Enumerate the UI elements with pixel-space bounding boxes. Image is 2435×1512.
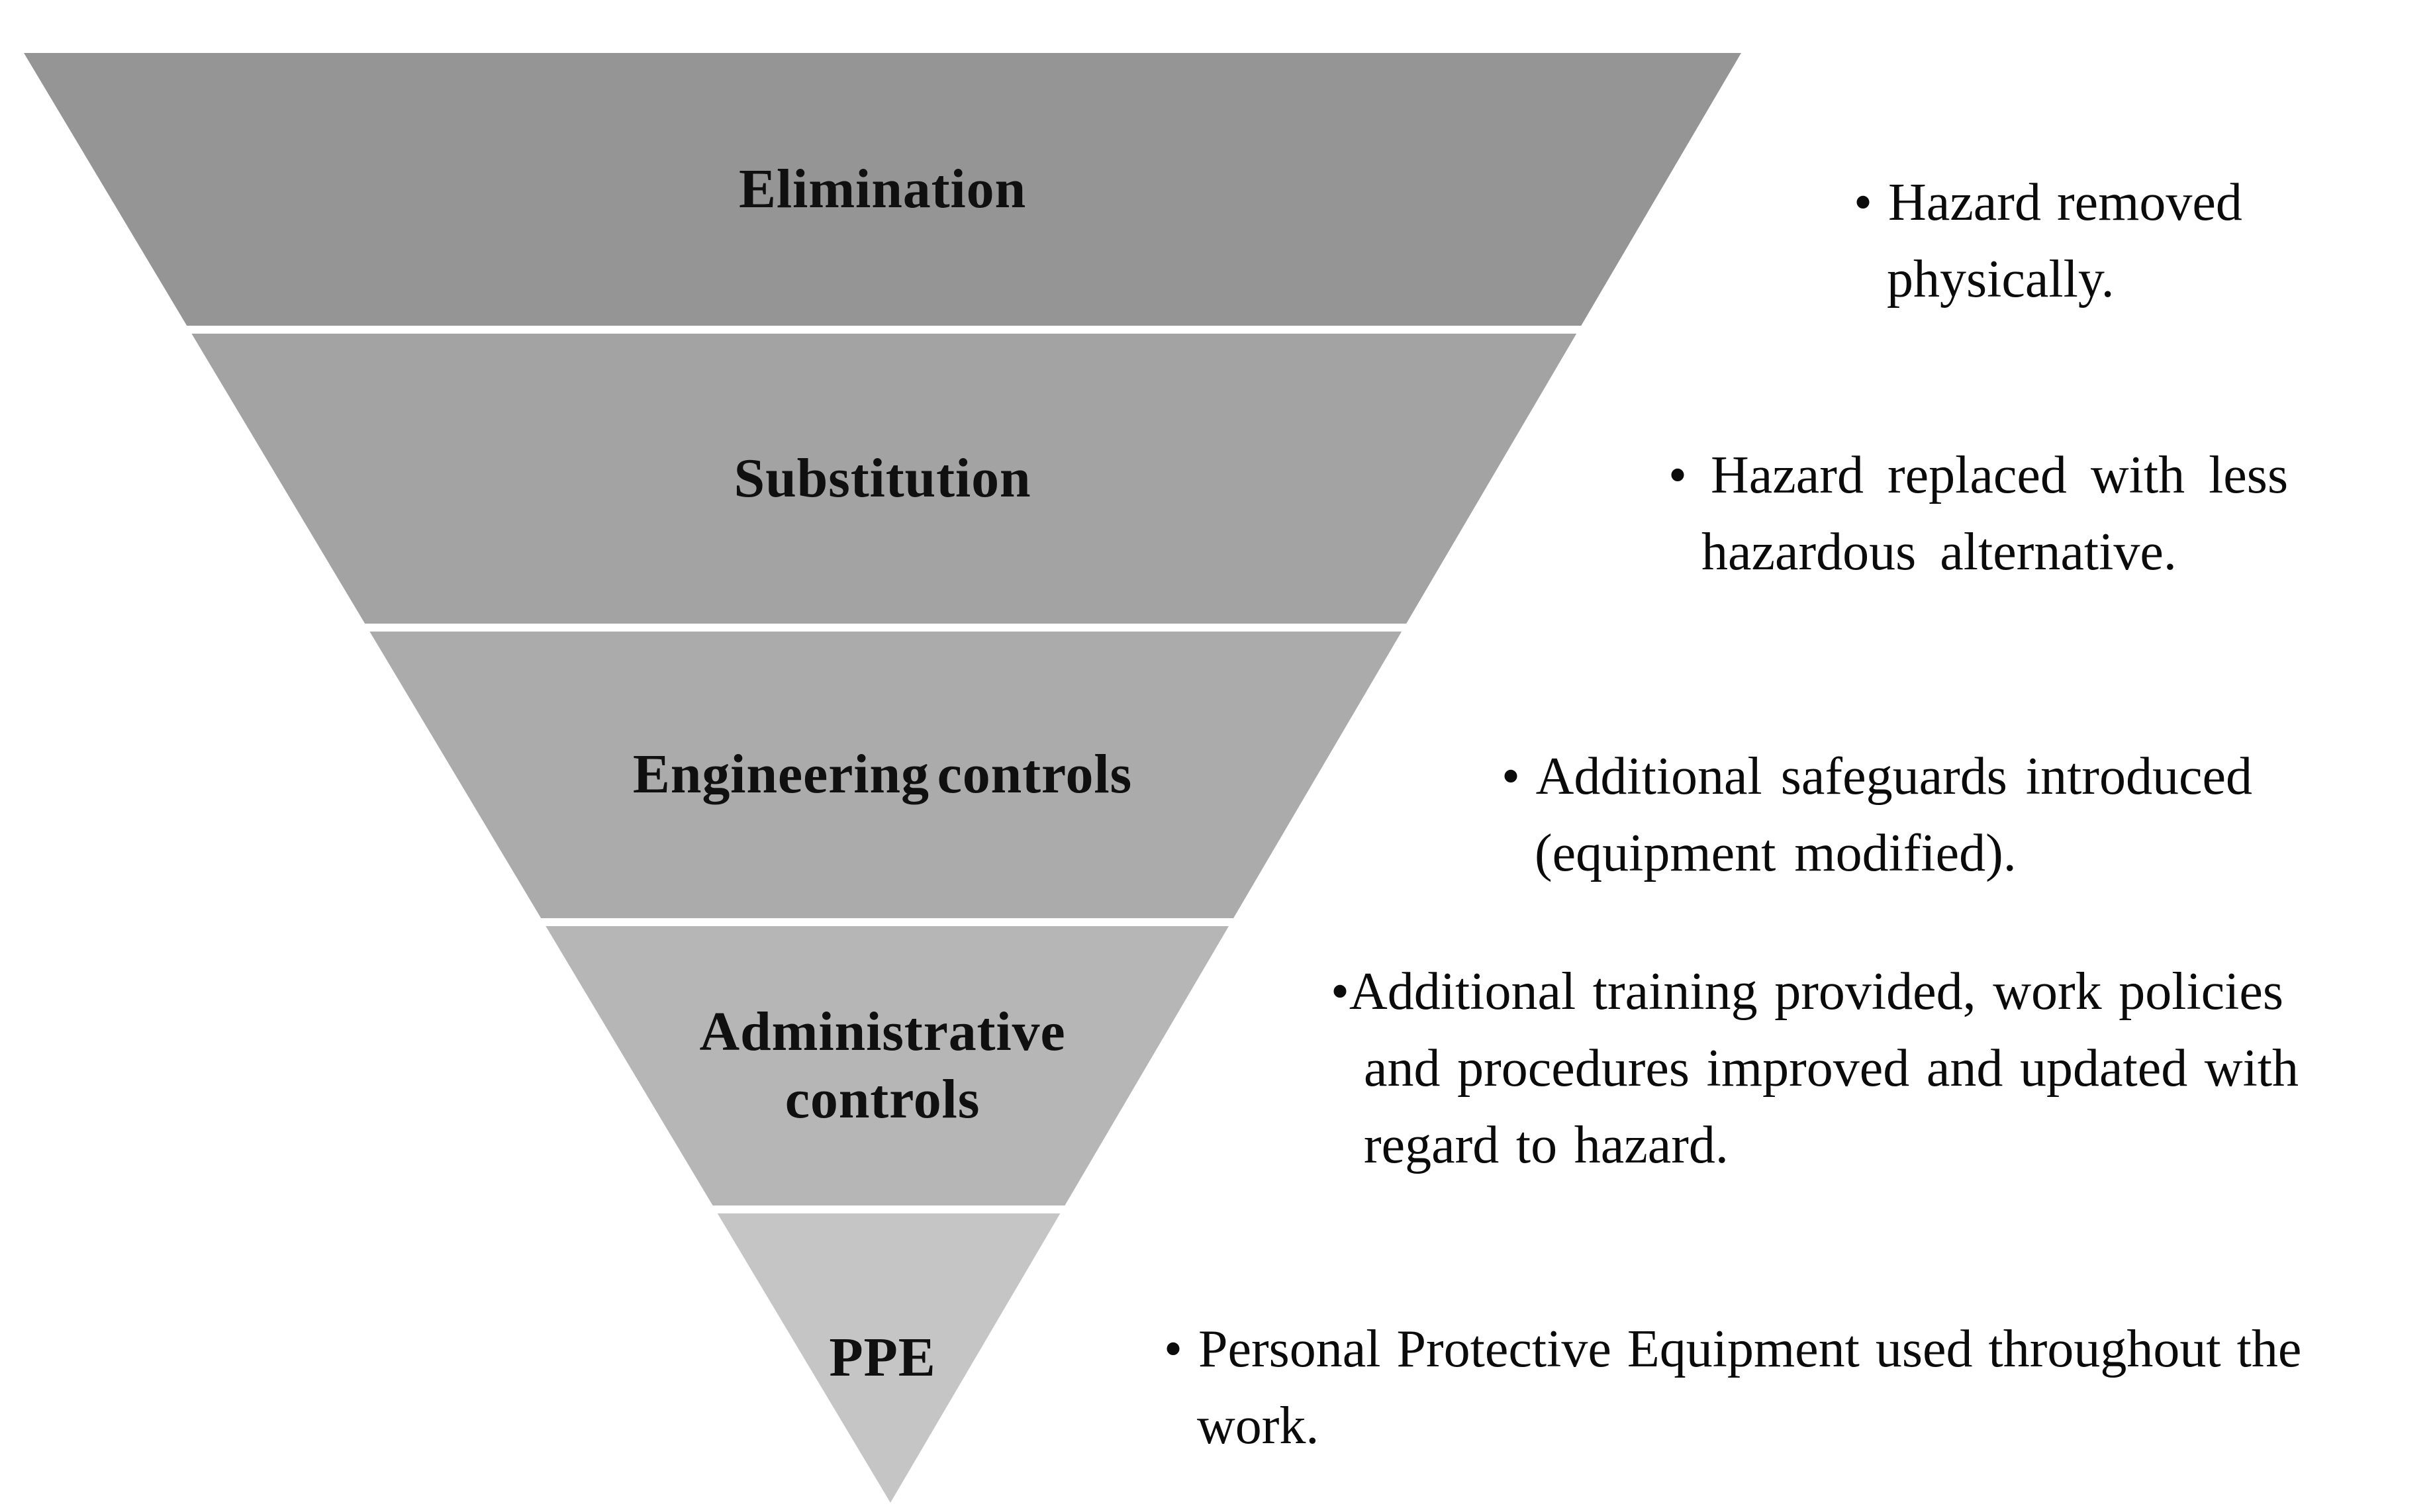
- annotation-substitution: • Hazard replaced with less hazardous al…: [1668, 437, 2288, 591]
- pyramid-level-substitution: Substitution: [24, 334, 1741, 624]
- annotation-line: work.: [1197, 1397, 1319, 1455]
- pyramid-level-engineering-controls: Engineering controls: [24, 632, 1741, 918]
- annotation-line: • Hazard replaced with less: [1668, 446, 2289, 504]
- annotation-line: • Personal Protective Equipment used thr…: [1164, 1320, 2302, 1378]
- pyramid-level-elimination: Elimination: [24, 53, 1741, 326]
- annotation-line: (equipment modified).: [1535, 824, 2017, 882]
- pyramid-level-label: Administrative controls: [699, 1000, 1066, 1130]
- annotation-line: regard to hazard.: [1364, 1116, 1729, 1174]
- annotation-line: physically.: [1887, 250, 2115, 308]
- inverted-pyramid: Elimination Substitution Engineering con…: [24, 53, 1741, 1503]
- annotation-line: • Additional safeguards introduced: [1502, 747, 2252, 806]
- pyramid-level-label: PPE: [829, 1327, 936, 1389]
- annotation-administrative-controls: •Additional training provided, work poli…: [1331, 953, 2299, 1184]
- annotation-line: hazardous alternative.: [1701, 523, 2177, 581]
- annotation-line: •Additional training provided, work poli…: [1331, 963, 2284, 1021]
- annotation-line: • Hazard removed: [1854, 173, 2242, 232]
- annotation-ppe: • Personal Protective Equipment used thr…: [1164, 1311, 2301, 1464]
- pyramid-level-label: Substitution: [734, 447, 1031, 509]
- pyramid-level-label: Engineering controls: [632, 743, 1133, 806]
- annotation-line: and procedures improved and updated with: [1364, 1039, 2299, 1098]
- annotation-engineering-controls: • Additional safeguards introduced (equi…: [1502, 738, 2252, 892]
- pyramid-level-label: Elimination: [739, 158, 1026, 220]
- annotation-elimination: • Hazard removed physically.: [1854, 164, 2242, 318]
